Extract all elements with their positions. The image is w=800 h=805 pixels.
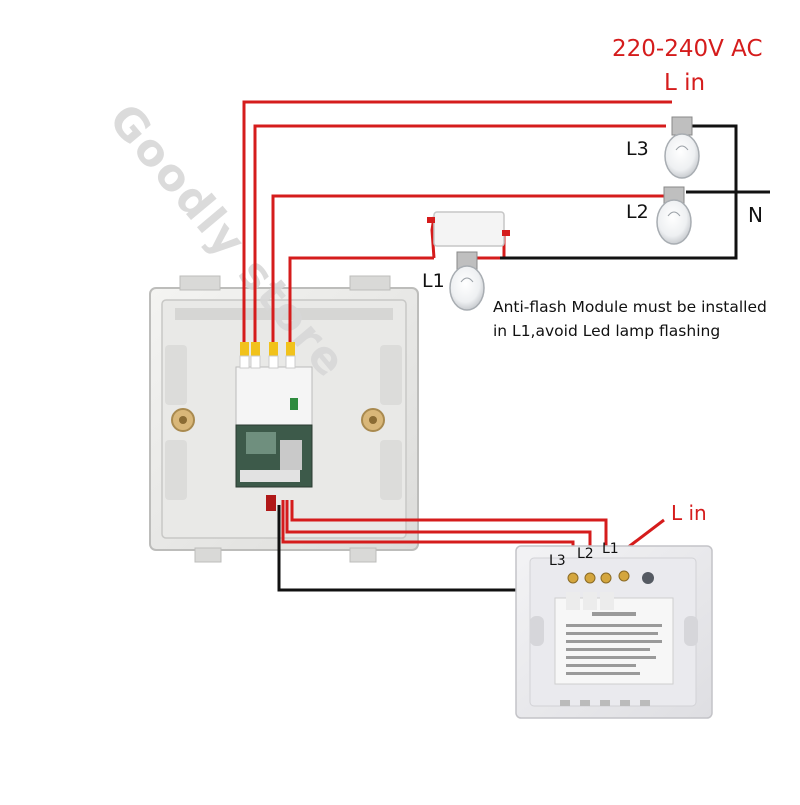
lamp-l2 bbox=[656, 186, 692, 245]
switch-line-in-label: L in bbox=[671, 501, 707, 525]
switch-info-label bbox=[566, 612, 662, 675]
switch-terminal-label-l3: L3 bbox=[549, 553, 566, 569]
lamp-label-l2: L2 bbox=[626, 201, 649, 223]
switch-terminal-label-l2: L2 bbox=[577, 546, 594, 562]
terminal-l3 bbox=[567, 572, 579, 584]
wire-connectors bbox=[239, 342, 296, 369]
module-red-wire-stub bbox=[266, 495, 276, 511]
supply-line-in-label: L in bbox=[664, 70, 705, 96]
anti-flash-note-line1: Anti-flash Module must be installed bbox=[493, 298, 767, 316]
lamp-l1 bbox=[449, 251, 485, 311]
touch-switch-panel bbox=[515, 545, 713, 719]
terminal-l1 bbox=[600, 572, 612, 584]
terminal-l-in bbox=[618, 570, 630, 582]
wire-switch-neutral bbox=[277, 505, 622, 592]
lamp-label-l3: L3 bbox=[626, 138, 649, 160]
lamp-label-l1: L1 bbox=[422, 270, 445, 292]
supply-voltage-label: 220-240V AC bbox=[612, 36, 763, 62]
wire-line-in bbox=[242, 100, 672, 350]
neutral-label: N bbox=[748, 203, 763, 227]
receiver-module bbox=[235, 366, 313, 511]
wire-l1 bbox=[288, 256, 434, 350]
wire-l2 bbox=[271, 194, 666, 350]
terminal-l2 bbox=[584, 572, 596, 584]
lamp-l3 bbox=[664, 116, 700, 179]
antenna-hole bbox=[642, 572, 654, 584]
neutral-wires bbox=[277, 124, 770, 592]
anti-flash-module bbox=[427, 211, 510, 247]
switch-terminal-label-l1: L1 bbox=[602, 541, 619, 557]
wire-l3 bbox=[253, 124, 666, 350]
anti-flash-note-line2: in L1,avoid Led lamp flashing bbox=[493, 322, 720, 340]
